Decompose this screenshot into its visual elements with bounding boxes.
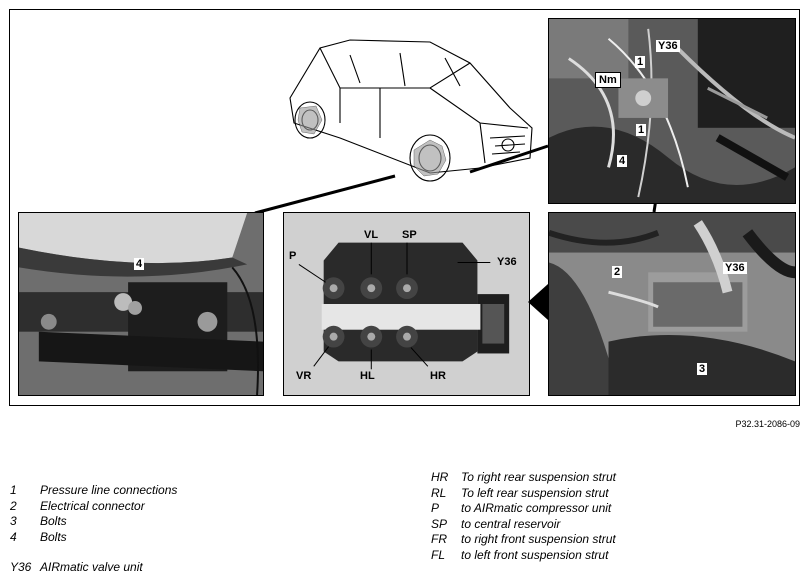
legend-text: to AIRmatic compressor unit [461, 501, 612, 515]
legend-key: 1 [10, 483, 17, 497]
legend-text: Bolts [40, 529, 67, 544]
label-1b-top: 1 [636, 124, 647, 136]
legend-key: P [431, 501, 440, 515]
legend-text: Electrical connector [40, 498, 145, 513]
legend-text: To right rear suspension strut [461, 470, 616, 484]
legend-item: 2 Electrical connector [10, 499, 177, 515]
label-4-top: 4 [617, 155, 628, 167]
label-y36-right: Y36 [723, 262, 747, 274]
legend-lines: HR To right rear suspension strut RL To le… [431, 470, 616, 563]
photo-right-installed [548, 212, 796, 396]
legend-item: HR To right rear suspension strut [431, 470, 616, 486]
legend-key: 3 [10, 514, 17, 528]
label-1a-top: 1 [635, 56, 646, 68]
legend-key: HR [431, 470, 449, 484]
legend-item: 1 Pressure line connections [10, 483, 177, 499]
legend-item: RL To left rear suspension strut [431, 486, 616, 502]
vehicle-illustration [289, 39, 533, 182]
label-vr: VR [296, 370, 312, 382]
legend-item: 4 Bolts [10, 530, 177, 546]
figure-reference: P32.31-2086-09 [735, 419, 800, 429]
legend-text: To left rear suspension strut [461, 485, 609, 500]
legend-key: 2 [10, 498, 17, 513]
legend-text: to left front suspension strut [461, 547, 609, 562]
legend-key: FL [431, 547, 446, 562]
label-4-left: 4 [134, 258, 145, 270]
label-3-right: 3 [697, 363, 708, 375]
legend-key: RL [431, 485, 447, 500]
label-y36-center: Y36 [497, 256, 517, 268]
diagram-valve-unit [283, 212, 530, 396]
label-nm: Nm [595, 72, 621, 88]
label-2-right: 2 [612, 266, 623, 278]
legend-key: 4 [10, 529, 17, 544]
legend-key: SP [431, 516, 448, 531]
legend-text: to right front suspension strut [461, 532, 616, 546]
legend-text: to central reservoir [461, 516, 561, 531]
legend-text: Pressure line connections [40, 483, 178, 497]
legend-item: Y36 AIRmatic valve unit [10, 560, 143, 576]
legend-text: Bolts [40, 514, 67, 528]
label-y36-top: Y36 [656, 40, 680, 52]
label-p: P [289, 250, 297, 262]
legend-key: FR [431, 532, 447, 546]
legend-item: SP to central reservoir [431, 517, 616, 533]
photo-left-bolts [18, 212, 264, 396]
label-sp: SP [402, 229, 417, 241]
label-hl: HL [360, 370, 375, 382]
legend-text: AIRmatic valve unit [40, 560, 143, 574]
label-vl: VL [364, 229, 379, 241]
legend-item: FL to left front suspension strut [431, 548, 616, 564]
legend-key: Y36 [10, 560, 32, 574]
legend-y36: Y36 AIRmatic valve unit [10, 560, 143, 576]
arrow-left-icon [528, 284, 548, 320]
legend-item: FR to right front suspension strut [431, 532, 616, 548]
legend-item: 3 Bolts [10, 514, 177, 530]
label-hr: HR [430, 370, 446, 382]
legend-numbers: 1 Pressure line connections 2 Electrical c… [10, 483, 177, 545]
